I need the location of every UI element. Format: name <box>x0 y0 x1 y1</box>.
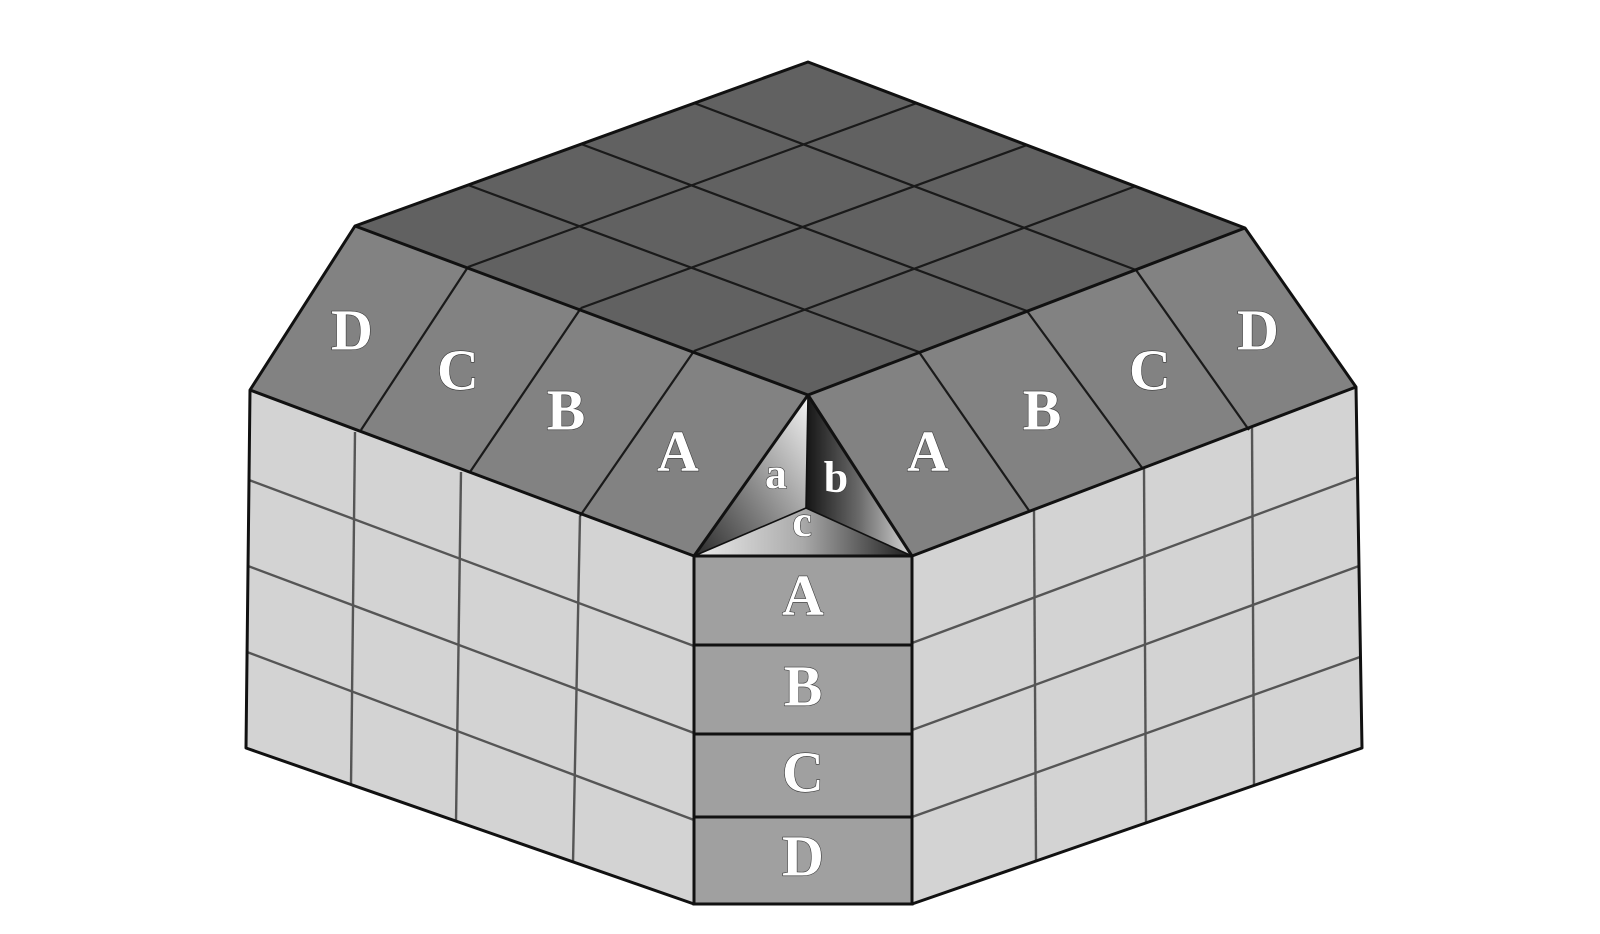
bevel-right-label: D <box>1237 297 1279 362</box>
column-label: C <box>782 739 824 804</box>
block-outline <box>244 60 1364 906</box>
corner-label-a: a <box>765 449 787 498</box>
bevel-left-label: B <box>547 377 586 442</box>
corner-face-c <box>694 508 912 556</box>
bevel-right-labels: A B C D <box>906 297 1279 484</box>
right-bevel-dividers <box>918 269 1250 513</box>
column-label: A <box>782 562 824 627</box>
left-bevel <box>250 226 808 556</box>
right-wall <box>911 387 1362 904</box>
bevel-left-label: D <box>331 297 373 362</box>
right-wall-grid <box>911 427 1361 863</box>
corner-labels: a b c <box>764 448 848 546</box>
corner-label-c: c <box>792 497 812 546</box>
left-wall <box>246 390 695 904</box>
bevel-left-label: A <box>657 418 699 483</box>
bevel-right-label: C <box>1129 337 1171 402</box>
corner-label-b: b <box>824 453 848 502</box>
bevel-right-label: B <box>1023 377 1062 442</box>
corner-column-dividers <box>694 643 912 819</box>
left-wall-grid <box>246 431 695 864</box>
corner-column-fill <box>694 556 912 904</box>
corner-pyramid-edges <box>693 394 913 557</box>
column-label: D <box>782 823 824 888</box>
column-label: B <box>784 653 823 718</box>
top-face-grid <box>467 101 1137 354</box>
left-bevel-dividers <box>360 266 695 517</box>
left-wall-fill <box>246 390 694 904</box>
bevel-left-label: C <box>437 337 479 402</box>
bevel-left-labels: D C B A <box>330 297 699 484</box>
bevel-right-label: A <box>907 418 949 483</box>
block-edges <box>249 224 1357 558</box>
column-labels: A B C D <box>781 562 824 889</box>
corner-column <box>692 554 914 906</box>
right-bevel-fill <box>808 228 1356 556</box>
left-bevel-fill <box>250 226 808 556</box>
right-bevel <box>808 228 1356 556</box>
